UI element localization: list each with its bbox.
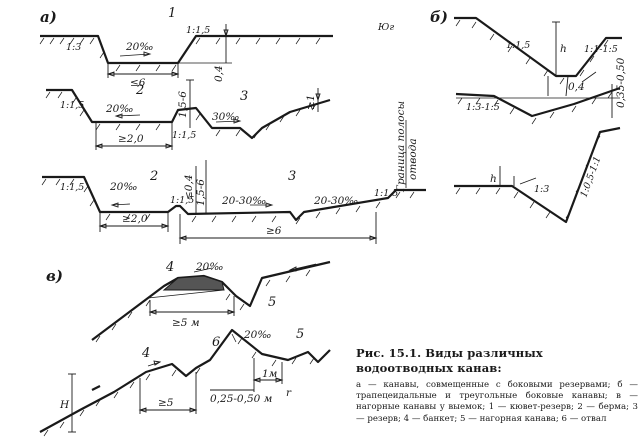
slope-a1-left: 1:3	[66, 42, 81, 53]
slope-a2-mid: 1:1,5	[172, 130, 196, 141]
v2-offset-dim: 0,25-0,50 м	[210, 393, 272, 405]
stamp: Юг	[377, 22, 394, 33]
caption-legend: а — канавы, совмещенные с боковыми резер…	[356, 380, 638, 424]
v1-grade: 20‰	[195, 261, 223, 273]
dim-a2-depth: 1,5-6	[177, 91, 189, 118]
dim-a1-depth: 0,4	[213, 65, 225, 82]
grade-a2: 20‰	[105, 103, 133, 115]
dim-a3-reserve: ≥6	[266, 225, 282, 237]
profile-v1	[91, 260, 331, 343]
profile-a3	[41, 120, 426, 244]
grade-a1: 20‰	[125, 41, 153, 53]
section-number-2b: 2	[149, 169, 158, 184]
v2-ditch-number: 5	[296, 327, 304, 342]
v2-spoil-number: 6	[212, 335, 220, 350]
v2-height: H	[59, 399, 70, 411]
profile-v2	[39, 328, 331, 437]
dim-a3-depth: ≤0,4	[183, 175, 195, 201]
slope-a3-left: 1:1,5	[60, 182, 84, 193]
grade-a3-reserve: 20-30‰	[221, 195, 266, 207]
caption-title: Рис. 15.1. Виды различных водоотводных к…	[356, 346, 543, 375]
slope-a1-right: 1:1,5	[186, 25, 210, 36]
profile-b3	[454, 126, 621, 224]
v2-width-dim: 1м	[262, 368, 277, 380]
slope-a3-right: 1:1,5	[374, 188, 398, 199]
slope-a2-left: 1:1,5	[60, 100, 84, 111]
section-number-3b: 3	[288, 169, 296, 184]
b3-slope-left: 1:3	[534, 184, 549, 195]
grade-a3: 20‰	[109, 181, 137, 193]
dim-a2-min: ≥1	[305, 95, 317, 110]
profile-a2	[45, 79, 331, 150]
figure-caption: Рис. 15.1. Виды различных водоотводных к…	[356, 346, 638, 425]
b1-range: 0,35-0,50	[615, 57, 627, 108]
part-label-a: а)	[40, 8, 57, 26]
v2-r-label: r	[286, 387, 292, 399]
section-number-3: 3	[240, 89, 248, 104]
v1-banquette-number: 4	[165, 260, 174, 275]
grade-a3-outer: 20-30‰	[313, 195, 358, 207]
b1-slope-left: 1:1,5	[506, 40, 530, 51]
dim-a2-berm: ≥2,0	[118, 133, 144, 145]
slope-a3-mid: 1:1,5	[170, 195, 194, 206]
b1-slope-right: 1:1-1:5	[584, 44, 618, 55]
b1-depth: h	[560, 43, 567, 55]
v1-dim: ≥5 м	[172, 317, 200, 329]
v1-ditch-number: 5	[268, 295, 276, 310]
section-number-1: 1	[168, 6, 176, 21]
profile-b1	[454, 16, 622, 97]
dim-a1-width: ≤6	[130, 77, 146, 89]
dim-a3-range: 1,5-6	[195, 179, 207, 206]
dim-a3-berm: ≥2,0	[122, 213, 148, 225]
v2-grade: 20‰	[243, 329, 271, 341]
profile-b2	[455, 84, 621, 125]
boundary-label-line2: отвода	[407, 138, 419, 180]
part-label-b: б)	[430, 8, 448, 26]
v2-banquette-number: 4	[141, 346, 150, 361]
v2-berm-dim: ≥5	[158, 397, 174, 409]
b1-bottom: 0,4	[568, 81, 585, 93]
section-number-2: 2	[135, 83, 144, 98]
b2-slope: 1:3-1:5	[466, 102, 500, 113]
profile-a1	[39, 24, 333, 78]
grade-a2-reserve: 30‰	[212, 111, 239, 123]
boundary-label-line1: Граница полосы	[395, 101, 407, 193]
b3-depth: h	[490, 173, 497, 185]
part-label-v: в)	[46, 267, 63, 285]
